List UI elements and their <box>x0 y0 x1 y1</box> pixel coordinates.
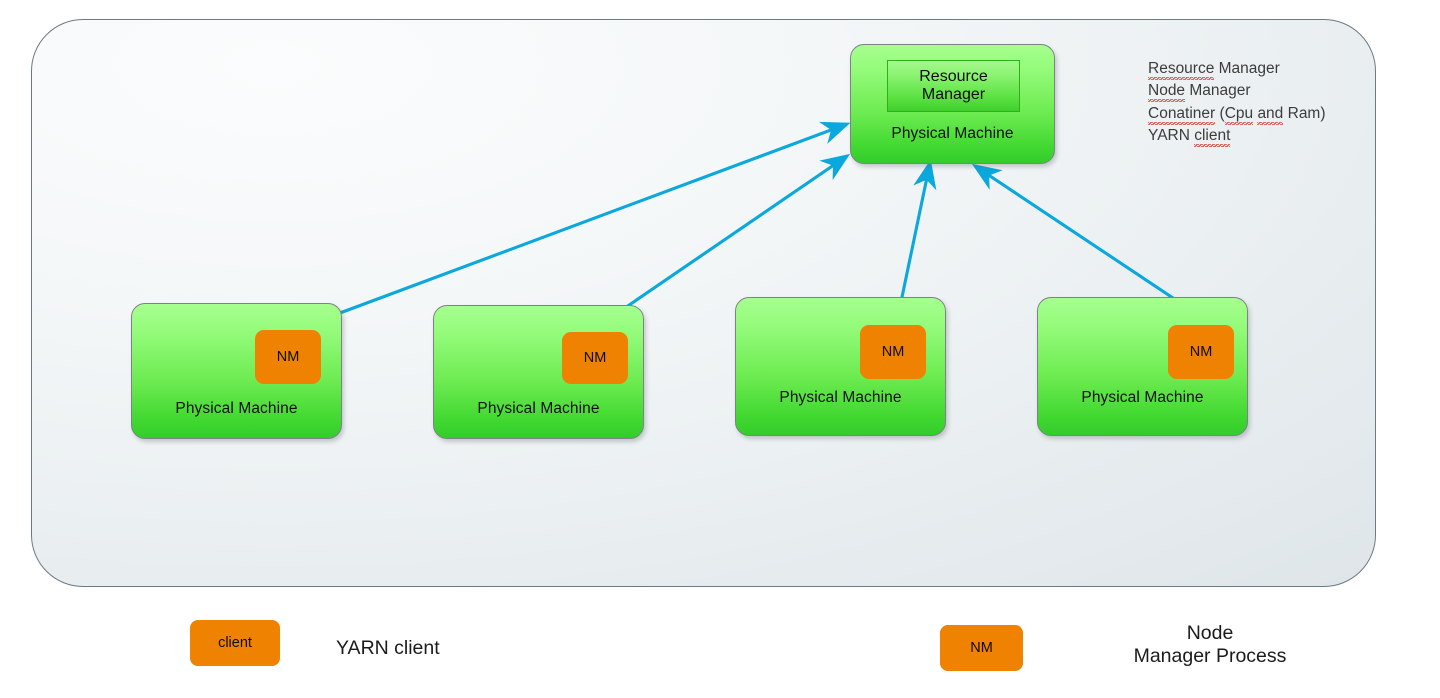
machine-label-worker-2: Physical Machine <box>477 400 600 417</box>
glossary-line-container: Conatiner (Cpu and Ram) <box>1148 103 1398 125</box>
nm-label-2: NM <box>583 350 607 366</box>
key-text-client: YARN client <box>336 637 440 659</box>
node-manager-chip-3[interactable]: NM <box>860 325 926 379</box>
glossary-line-yarn-client: YARN client <box>1148 125 1398 147</box>
glossary-open-paren: ( <box>1215 104 1225 122</box>
machine-worker-4[interactable]: NM Physical Machine <box>1037 297 1248 436</box>
key-chip-nm[interactable]: NM <box>940 625 1023 671</box>
resource-manager-label-line2: Manager <box>921 86 986 103</box>
glossary-term-cpu: Cpu <box>1224 104 1254 125</box>
nm-label-3: NM <box>881 344 905 360</box>
key-chip-client-label: client <box>218 635 252 651</box>
machine-worker-1[interactable]: NM Physical Machine <box>131 303 342 439</box>
machine-resource-manager[interactable]: Resource Manager Physical Machine <box>850 44 1055 164</box>
glossary-line-resource-manager: Resource Manager <box>1148 58 1398 80</box>
node-manager-chip-2[interactable]: NM <box>562 332 628 384</box>
glossary-rest-node-manager: Manager <box>1185 82 1251 100</box>
nm-label-1: NM <box>276 349 300 365</box>
glossary-term-resource: Resource <box>1148 60 1215 80</box>
glossary-term-node: Node <box>1148 82 1186 103</box>
machine-label-master: Physical Machine <box>891 125 1014 142</box>
machine-label-worker-4: Physical Machine <box>1081 389 1204 406</box>
machine-worker-2[interactable]: NM Physical Machine <box>433 305 644 439</box>
glossary-rest-manager: Manager <box>1214 60 1280 77</box>
glossary-term-conatiner: Conatiner <box>1148 104 1216 125</box>
glossary-rest-ram: Ram) <box>1283 104 1326 122</box>
machine-label-worker-3: Physical Machine <box>779 389 902 406</box>
glossary-term-yarn: YARN <box>1148 126 1195 144</box>
glossary-term-and: and <box>1257 104 1284 125</box>
key-chip-nm-label: NM <box>970 640 993 656</box>
node-manager-chip-4[interactable]: NM <box>1168 325 1234 379</box>
glossary-line-node-manager: Node Manager <box>1148 80 1398 103</box>
glossary-list: Resource Manager Node Manager Conatiner … <box>1148 58 1398 147</box>
machine-label-worker-1: Physical Machine <box>175 400 298 417</box>
node-manager-chip-1[interactable]: NM <box>255 330 321 384</box>
glossary-term-client: client <box>1194 126 1231 147</box>
resource-manager-label-line1: Resource <box>919 67 988 85</box>
key-chip-client[interactable]: client <box>190 620 280 666</box>
machine-worker-3[interactable]: NM Physical Machine <box>735 297 946 436</box>
key-text-nm: Node Manager Process <box>1133 622 1287 667</box>
nm-label-4: NM <box>1189 344 1213 360</box>
resource-manager-box[interactable]: Resource Manager <box>887 60 1020 112</box>
